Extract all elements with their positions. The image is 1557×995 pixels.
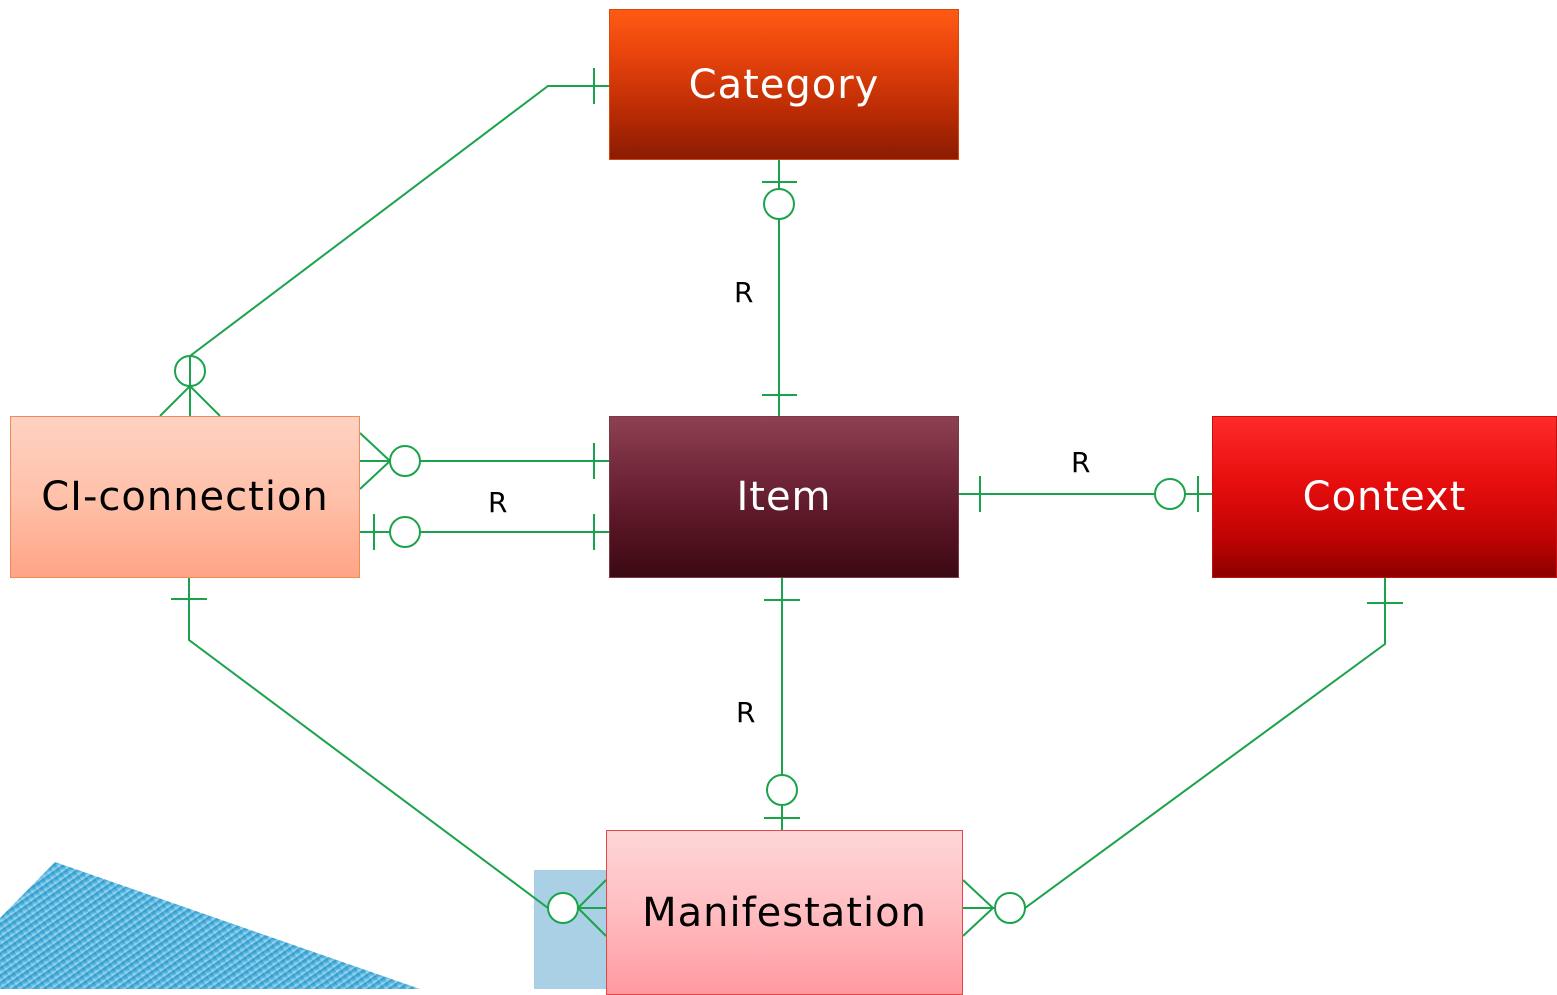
optional-circle-manifestation-top [766,774,798,806]
relationship-label-item-manifestation: R [736,696,756,729]
optional-circle-manifestation-left [547,892,579,924]
connector-ci-manifestation [188,578,606,909]
entity-manifestation[interactable]: Manifestation [606,830,963,995]
decorative-blue-wedge [0,862,420,989]
entity-context[interactable]: Context [1212,416,1557,578]
optional-circle-context-left [1154,478,1186,510]
optional-circle-manifestation-right [994,892,1026,924]
optional-circle-ci-right-lower [389,516,421,548]
crowfoot-ci-top [159,384,221,417]
entity-ci-connection[interactable]: CI-connection [10,416,360,578]
entity-category[interactable]: Category [609,9,959,160]
connector-category-ci-connection [189,85,609,416]
relationship-label-category-item: R [734,276,754,309]
relationship-label-ci-connection-item: R [488,486,508,519]
entity-item[interactable]: Item [609,416,959,578]
connector-context-manifestation [963,578,1386,909]
optional-circle-category-bottom [763,188,795,220]
crowfoot-manifestation-right [962,879,995,937]
optional-circle-ci-right-upper [389,445,421,477]
relationship-label-item-context: R [1071,446,1091,479]
crowfoot-manifestation-left [576,879,607,937]
